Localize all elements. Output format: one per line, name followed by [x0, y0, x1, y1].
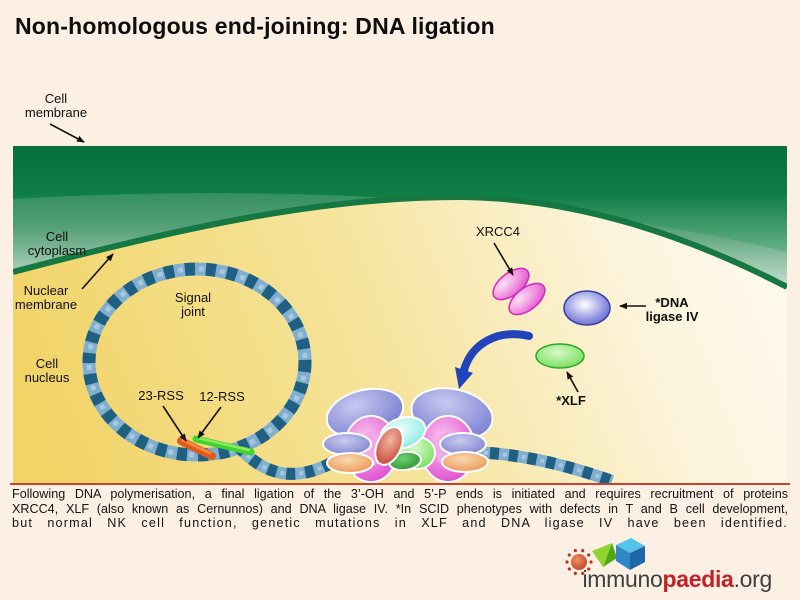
caption-line-1: Following DNA polymerisation, a final li…: [12, 487, 788, 501]
cell-membrane-label: Cell membrane: [24, 91, 88, 121]
nuclear-membrane-arrow: [81, 253, 114, 290]
xlf-protein: [535, 343, 585, 369]
nhej-complex: [322, 387, 494, 483]
logo-paedia: paedia: [662, 566, 734, 592]
xrcc4-protein: [492, 267, 546, 316]
rss-23-segment: [177, 437, 216, 460]
logo-immuno: immuno: [582, 566, 663, 592]
caption-line-3: but normal NK cell function, genetic mut…: [12, 516, 788, 531]
rss-12-label: 12-RSS: [199, 389, 245, 404]
separator-line: [10, 483, 790, 485]
dna-ligase-iv-protein: [563, 290, 611, 326]
xlf-label: *XLF: [556, 393, 586, 408]
cell-membrane-band: [13, 146, 787, 252]
rss-12-arrow: [197, 406, 222, 439]
recruitment-arrow: [455, 330, 533, 389]
slate-protein-left: [322, 432, 372, 456]
rss-segments: [177, 435, 255, 460]
xrcc4-arrow: [493, 242, 514, 276]
logo-icons: [565, 538, 645, 575]
page-title: Non-homologous end-joining: DNA ligation: [15, 13, 495, 39]
xrcc4-label: XRCC4: [475, 224, 521, 239]
nuclear-membrane-line: [13, 193, 787, 290]
rss-23-label: 23-RSS: [138, 388, 184, 403]
xlf-arrow: [566, 371, 579, 393]
cube-icon: [616, 538, 645, 570]
cell-nucleus-label: Cell nucleus: [24, 356, 70, 386]
caption: Following DNA polymerisation, a final li…: [12, 487, 788, 531]
immunopaedia-logo: immunopaedia.org: [557, 536, 772, 596]
orange-protein-left: [326, 452, 374, 474]
sun-icon: [565, 549, 593, 575]
red-protein: [374, 426, 404, 466]
tetrahedron-icon: [592, 543, 617, 567]
orange-protein-right: [441, 451, 489, 473]
rss-23-arrow: [162, 405, 187, 442]
label-arrows: [49, 123, 646, 442]
logo-text: immunopaedia.org: [582, 566, 772, 593]
cell-membrane-arrow: [49, 123, 85, 143]
caption-line-2: XRCC4, XLF (also known as Cernunnos) and…: [12, 501, 788, 516]
dna-ligase-iv-label: *DNA ligase IV: [645, 295, 699, 325]
cell-cytoplasm-label: Cell cytoplasm: [27, 229, 87, 259]
logo-org: .org: [733, 566, 773, 592]
signal-joint-label: Signal joint: [174, 290, 212, 320]
nuclear-membrane-label: Nuclear membrane: [14, 283, 78, 313]
dna-circle: [82, 262, 312, 462]
rss-12-segment: [192, 435, 255, 456]
